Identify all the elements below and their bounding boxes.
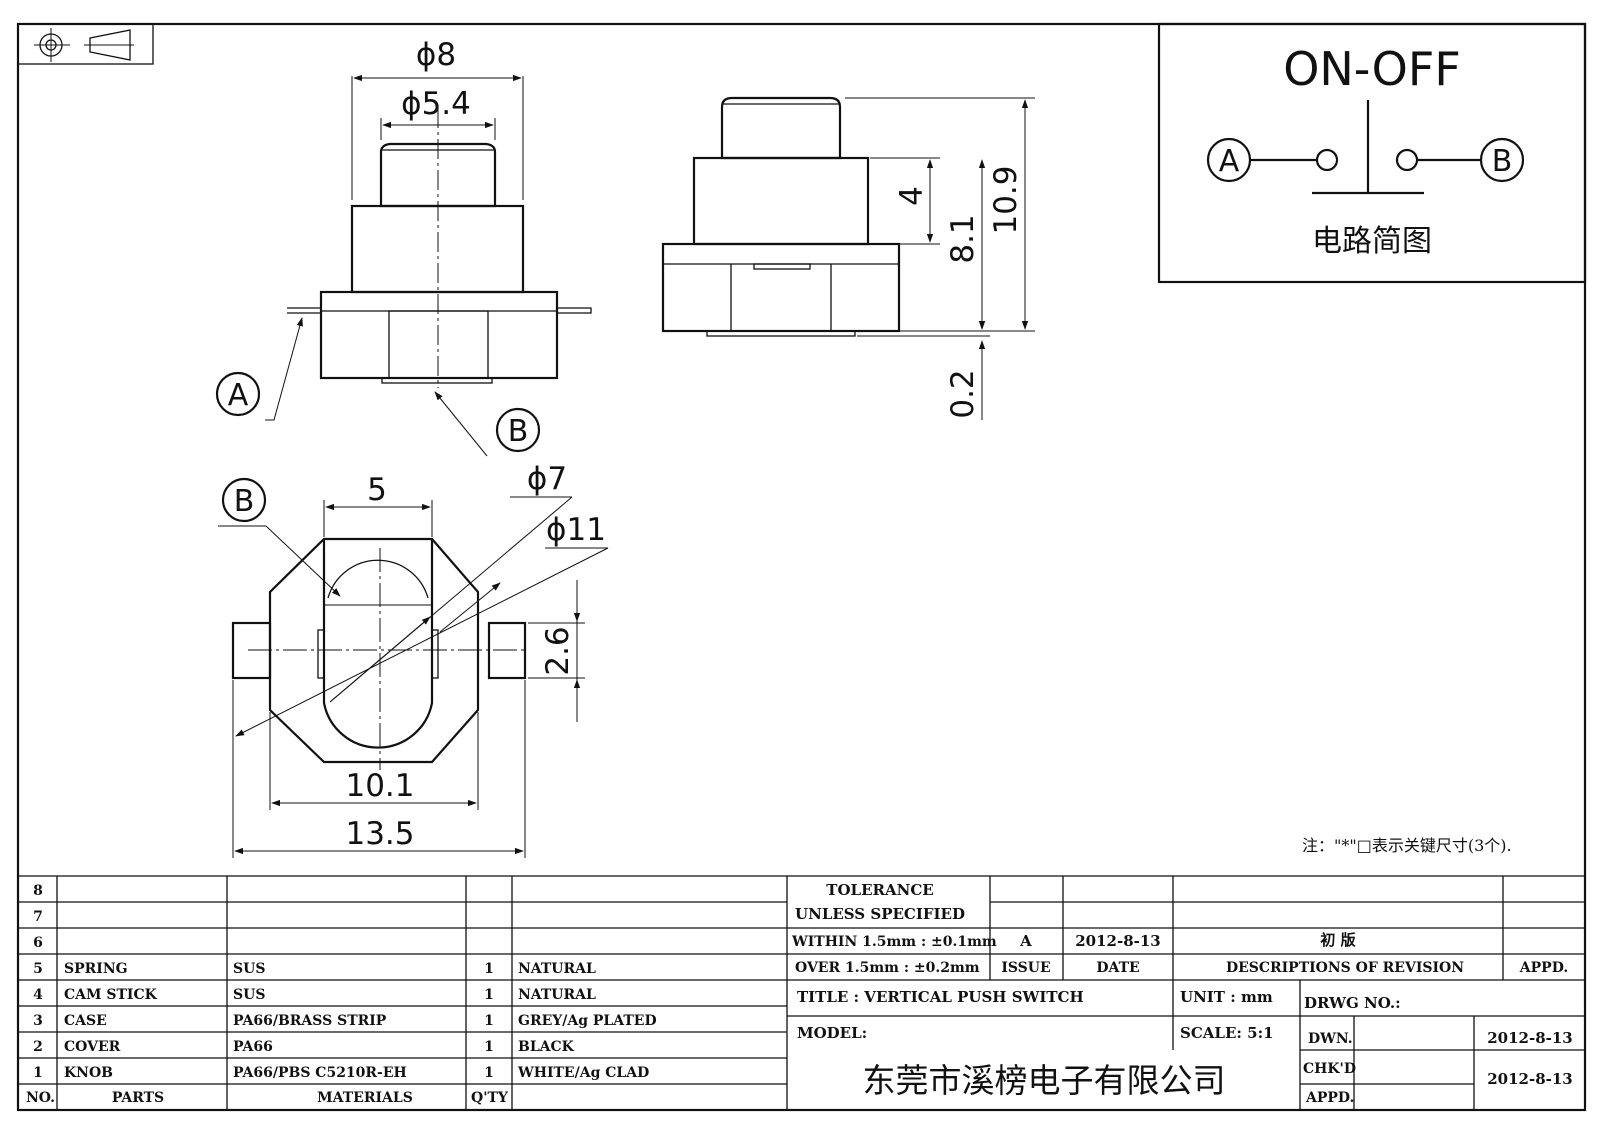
side-view: 4 8.1 10.9 0.2	[661, 96, 1035, 420]
tolerance-line-1: TOLERANCE	[826, 881, 933, 899]
parts-row-2-finish: BLACK	[518, 1039, 575, 1055]
chkd-date: 2012-8-13	[1487, 1070, 1573, 1088]
tolerance-line-3: WITHIN 1.5mm : ±0.1mm	[791, 934, 997, 950]
parts-row-4-finish: NATURAL	[518, 987, 596, 1003]
issue-label: ISSUE	[1001, 960, 1050, 976]
parts-row-5-qty: 1	[484, 961, 494, 977]
parts-row-4-qty: 1	[484, 987, 494, 1003]
parts-row-5-material: SUS	[233, 961, 265, 977]
dim-5: 5	[367, 472, 387, 508]
dim-13-5: 13.5	[345, 816, 414, 852]
date-value: 2012-8-13	[1075, 932, 1161, 950]
header-materials: MATERIALS	[317, 1090, 413, 1106]
sheet-border	[16, 22, 1587, 1112]
parts-row-1-no: 1	[33, 1065, 43, 1081]
header-qty: Q'TY	[471, 1090, 509, 1106]
parts-row-1-part: KNOB	[64, 1065, 113, 1081]
dim-phi8: ϕ8	[416, 37, 456, 73]
terminal-b: B	[1492, 144, 1513, 179]
parts-row-7-no: 7	[33, 909, 43, 925]
top-view: 5 ϕ7 ϕ11 B 2.6 10.1 13.5	[218, 461, 609, 858]
parts-row-1-material: PA66/PBS C5210R-EH	[233, 1065, 407, 1081]
front-view: ϕ8 ϕ5.4 A B	[215, 37, 592, 457]
drawing-title: TITLE : VERTICAL PUSH SWITCH	[797, 988, 1084, 1006]
terminal-a: A	[1219, 144, 1240, 179]
dim-10-1: 10.1	[345, 768, 414, 804]
parts-row-3-no: 3	[33, 1013, 43, 1029]
dim-phi11: ϕ11	[546, 512, 606, 548]
chkd-label: CHK'D	[1303, 1061, 1356, 1077]
tolerance-line-4: OVER 1.5mm : ±0.2mm	[795, 960, 980, 976]
dim-8-1: 8.1	[945, 214, 981, 263]
parts-row-6-no: 6	[33, 935, 43, 951]
key-dimension-note: 注："*"□表示关键尺寸(3个).	[1302, 836, 1512, 855]
parts-row-4-no: 4	[33, 987, 43, 1003]
parts-row-8-no: 8	[33, 883, 43, 899]
dwn-label: DWN.	[1308, 1031, 1353, 1047]
date-label: DATE	[1096, 960, 1139, 976]
title-block: TOLERANCE UNLESS SPECIFIED WITHIN 1.5mm …	[791, 881, 1573, 1106]
dim-phi5-4: ϕ5.4	[401, 86, 471, 122]
parts-row-3-part: CASE	[64, 1013, 107, 1029]
company-name: 东莞市溪榜电子有限公司	[863, 1061, 1226, 1100]
dim-0-2: 0.2	[945, 369, 981, 418]
dim-4: 4	[894, 186, 930, 206]
dwn-date: 2012-8-13	[1487, 1029, 1573, 1047]
drwg-no-label: DRWG NO.:	[1304, 994, 1401, 1012]
appd2-label: APPD.	[1305, 1090, 1354, 1106]
header-parts: PARTS	[112, 1090, 164, 1106]
parts-row-5-part: SPRING	[64, 961, 128, 977]
dim-2-6: 2.6	[540, 626, 576, 675]
parts-row-2-no: 2	[33, 1039, 43, 1055]
circuit-diagram: ON-OFF A B 电路简图	[1157, 22, 1587, 284]
parts-row-5-finish: NATURAL	[518, 961, 596, 977]
circuit-title: ON-OFF	[1283, 42, 1461, 96]
appd-label: APPD.	[1519, 960, 1568, 976]
dim-10-9: 10.9	[988, 165, 1024, 234]
dim-phi7: ϕ7	[527, 461, 567, 497]
parts-row-1-qty: 1	[484, 1065, 494, 1081]
parts-row-2-part: COVER	[64, 1039, 121, 1055]
label-a: A	[228, 378, 249, 413]
revision-value: 初 版	[1320, 931, 1355, 949]
parts-row-3-material: PA66/BRASS STRIP	[233, 1013, 387, 1029]
label-b-top: B	[234, 484, 255, 519]
header-no: NO.	[26, 1090, 55, 1106]
unit-label: UNIT : mm	[1180, 988, 1273, 1006]
scale-label: SCALE: 5:1	[1180, 1024, 1274, 1042]
issue-value: A	[1019, 932, 1032, 950]
model-label: MODEL:	[797, 1024, 867, 1042]
parts-row-1-finish: WHITE/Ag CLAD	[517, 1065, 649, 1081]
projection-symbol-icon	[17, 23, 154, 65]
parts-row-3-qty: 1	[484, 1013, 494, 1029]
parts-row-2-qty: 1	[484, 1039, 494, 1055]
parts-row-4-material: SUS	[233, 987, 265, 1003]
tolerance-line-2: UNLESS SPECIFIED	[795, 905, 965, 923]
title-block-grid	[18, 875, 1585, 1110]
descriptions-label: DESCRIPTIONS OF REVISION	[1226, 960, 1464, 976]
parts-row-2-material: PA66	[233, 1039, 273, 1055]
parts-row-3-finish: GREY/Ag PLATED	[518, 1013, 657, 1029]
label-b-front: B	[508, 414, 529, 449]
parts-row-4-part: CAM STICK	[64, 987, 158, 1003]
circuit-caption: 电路简图	[1312, 224, 1432, 259]
parts-row-5-no: 5	[33, 961, 43, 977]
